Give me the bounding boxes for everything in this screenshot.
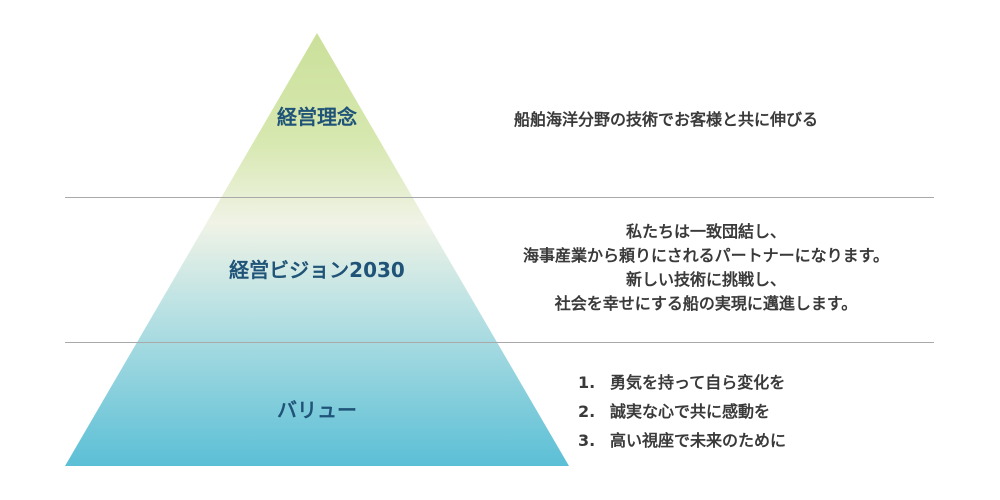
vision-statement: 私たちは一致団結し、 海事産業から頼りにされるパートナーになります。 新しい技術… [523,220,889,316]
vision-line: 私たちは一致団結し、 [625,222,786,241]
values-list: 1. 勇気を持って自ら変化を 2. 誠実な心で共に感動を 3. 高い視座で未来のために [578,368,786,455]
vision-line: 新しい技術に挑戦し、 [625,270,786,289]
value-item: 3. 高い視座で未来のために [578,426,786,455]
value-item-number: 3. [578,431,596,450]
value-item-text: 勇気を持って自ら変化を [610,373,786,392]
value-title: バリュー [277,398,357,422]
value-item-text: 誠実な心で共に感動を [610,402,771,421]
vision-line: 社会を幸せにする船の実現に邁進します。 [554,294,858,313]
vision-line: 海事産業から頼りにされるパートナーになります。 [522,246,890,265]
value-item-number: 1. [578,373,596,392]
value-item: 1. 勇気を持って自ら変化を [578,368,786,397]
tier-divider-top [65,197,934,198]
pyramid-shape [65,33,569,466]
value-item: 2. 誠実な心で共に感動を [578,397,786,426]
philosophy-statement: 船舶海洋分野の技術でお客様と共に伸びる [514,110,819,129]
value-item-text: 高い視座で未来のために [610,431,787,450]
vision-title: 経営ビジョン2030 [229,258,405,282]
value-item-number: 2. [578,402,596,421]
tier-divider-bottom [65,342,934,343]
philosophy-title: 経営理念 [277,105,357,129]
